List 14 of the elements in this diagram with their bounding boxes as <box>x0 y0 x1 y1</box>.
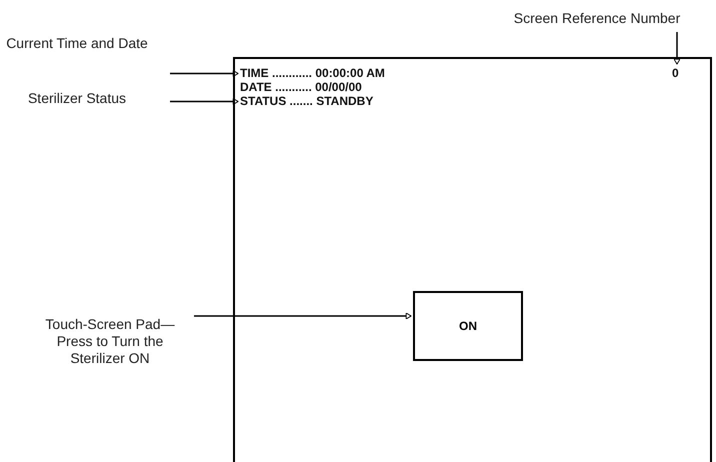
status-line: STATUS ....... STANDBY <box>240 95 420 108</box>
screen-frame <box>233 57 712 462</box>
callout-text: Sterilizer Status <box>2 90 152 108</box>
callout-text: Current Time and Date <box>2 35 152 71</box>
status-line: DATE ........... 00/00/00 <box>240 81 420 94</box>
arrow <box>194 312 412 320</box>
arrow <box>170 98 238 105</box>
screen-reference-number: 0 <box>672 67 682 80</box>
on-button: ON <box>413 291 523 361</box>
callout-text: Screen Reference Number <box>480 10 714 28</box>
arrow <box>674 32 680 64</box>
status-line: TIME ............ 00:00:00 AM <box>240 67 420 80</box>
arrow <box>170 70 238 77</box>
callout-text: Touch-Screen Pad— Press to Turn the Sterilizer ON <box>30 316 190 370</box>
